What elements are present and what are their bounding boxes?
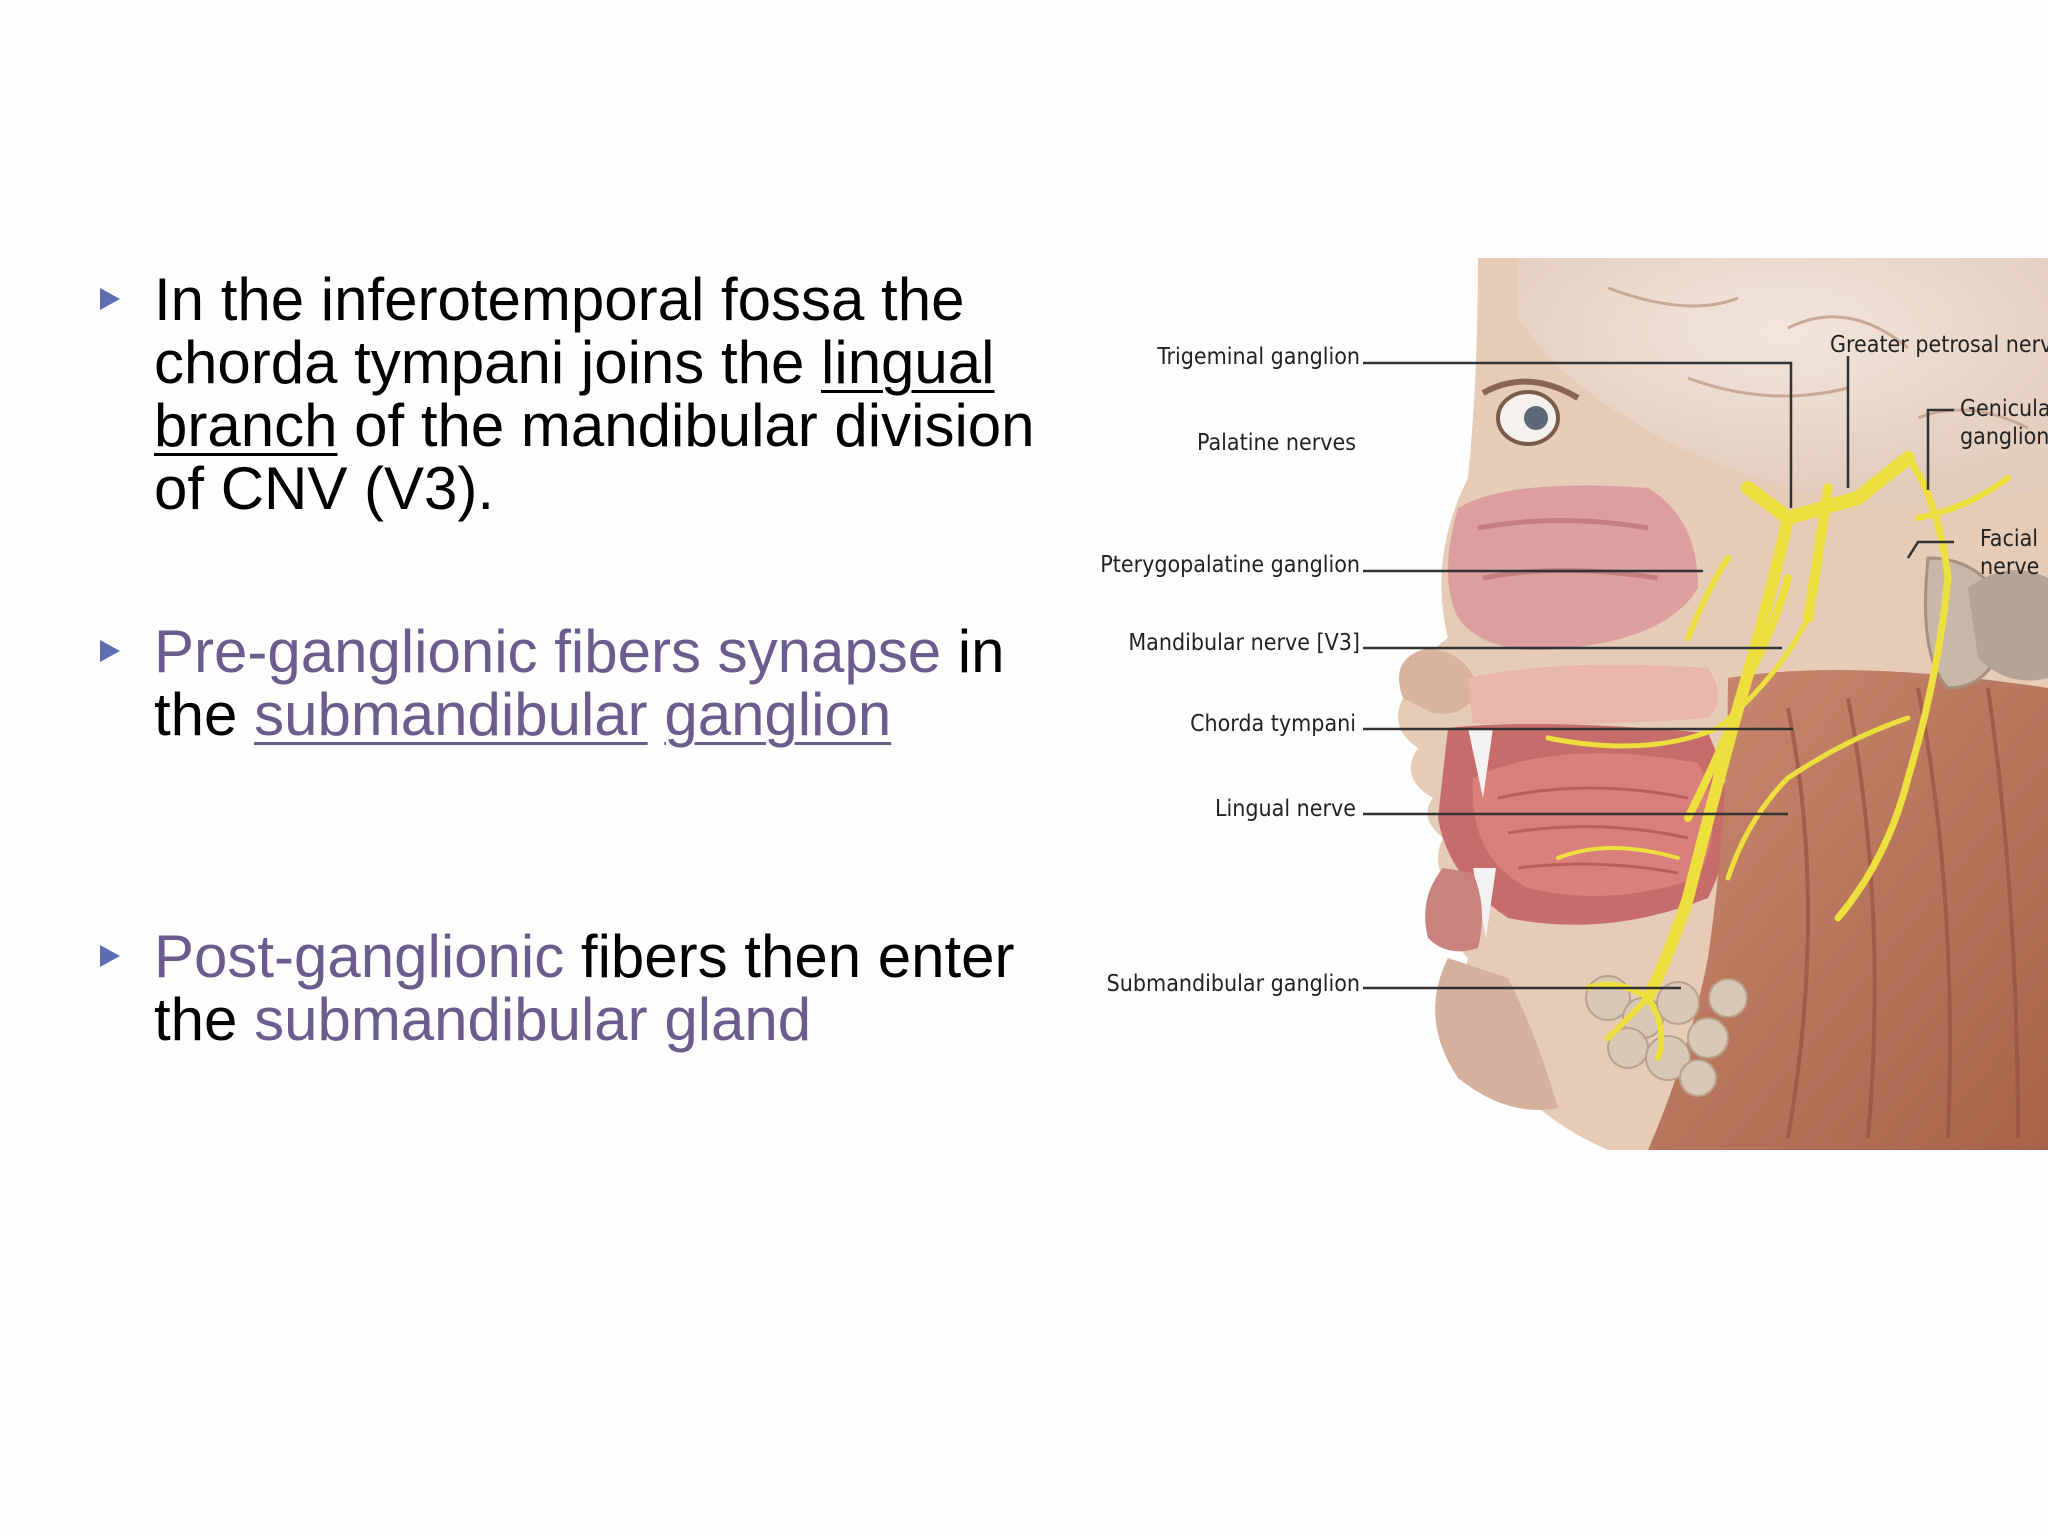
head-nerve-illustration: Trigeminal ganglion Palatine nerves Pter…: [1100, 258, 2048, 1150]
pre-ganglionic-text: Pre-ganglionic fibers synapse: [154, 618, 942, 685]
anatomy-figure: Trigeminal ganglion Palatine nerves Pter…: [1088, 258, 2048, 1150]
label-facial-line2: nerve: [1980, 554, 2039, 580]
bullet-marker-icon: [100, 640, 120, 662]
nerve-pathways: [1545, 451, 2011, 1061]
bullet-marker-icon: [100, 945, 120, 967]
bullet-2-space: [648, 681, 665, 748]
bullet-3-text-a: fibers then enter the: [154, 923, 1015, 1053]
bullet-text-2: Pre-ganglionic fibers synapse in the sub…: [154, 620, 1096, 746]
label-pterygopalatine-ganglion: Pterygopalatine ganglion: [1100, 552, 1360, 578]
label-mandibular-nerve: Mandibular nerve [V3]: [1128, 630, 1360, 656]
submandibular-gland-text: submandibular gland: [254, 986, 812, 1053]
bullet-2-text-a: in the: [154, 618, 1005, 748]
bullet-1-text-b: of the mandibular division of CNV (V3).: [154, 392, 1035, 522]
figure-labels: Trigeminal ganglion Palatine nerves Pter…: [1100, 332, 2048, 997]
bullet-text-3: Post-ganglionic fibers then enter the su…: [154, 925, 1096, 1051]
bullet-item-3: Post-ganglionic fibers then enter the su…: [96, 925, 1096, 1051]
post-ganglionic-text: Post-ganglionic: [154, 923, 565, 990]
label-geniculate-line2: ganglion: [1960, 424, 2048, 450]
bullet-marker-icon: [100, 288, 120, 310]
label-palatine-nerves: Palatine nerves: [1197, 430, 1356, 456]
bullet-1-text-a: In the inferotemporal fossa the chorda t…: [154, 266, 965, 396]
head-silhouette: [1398, 258, 2048, 1150]
bullet-text-1: In the inferotemporal fossa the chorda t…: [154, 268, 1096, 520]
ganglion-link[interactable]: ganglion: [664, 681, 892, 748]
submandibular-link[interactable]: submandibular: [254, 681, 648, 748]
label-lingual-nerve: Lingual nerve: [1215, 796, 1356, 822]
label-facial-line1: Facial: [1980, 526, 2038, 552]
bullet-item-1: In the inferotemporal fossa the chorda t…: [96, 268, 1096, 520]
label-leader-lines: [1363, 356, 1954, 990]
label-greater-petrosal-nerve: Greater petrosal nerve: [1830, 332, 2048, 358]
label-trigeminal-ganglion: Trigeminal ganglion: [1156, 344, 1360, 370]
label-submandibular-ganglion: Submandibular ganglion: [1107, 971, 1360, 997]
label-chorda-tympani: Chorda tympani: [1190, 711, 1356, 737]
lingual-branch-link[interactable]: lingual branch: [154, 329, 995, 459]
bullet-item-2: Pre-ganglionic fibers synapse in the sub…: [96, 620, 1096, 746]
label-geniculate-line1: Geniculate: [1960, 396, 2048, 422]
